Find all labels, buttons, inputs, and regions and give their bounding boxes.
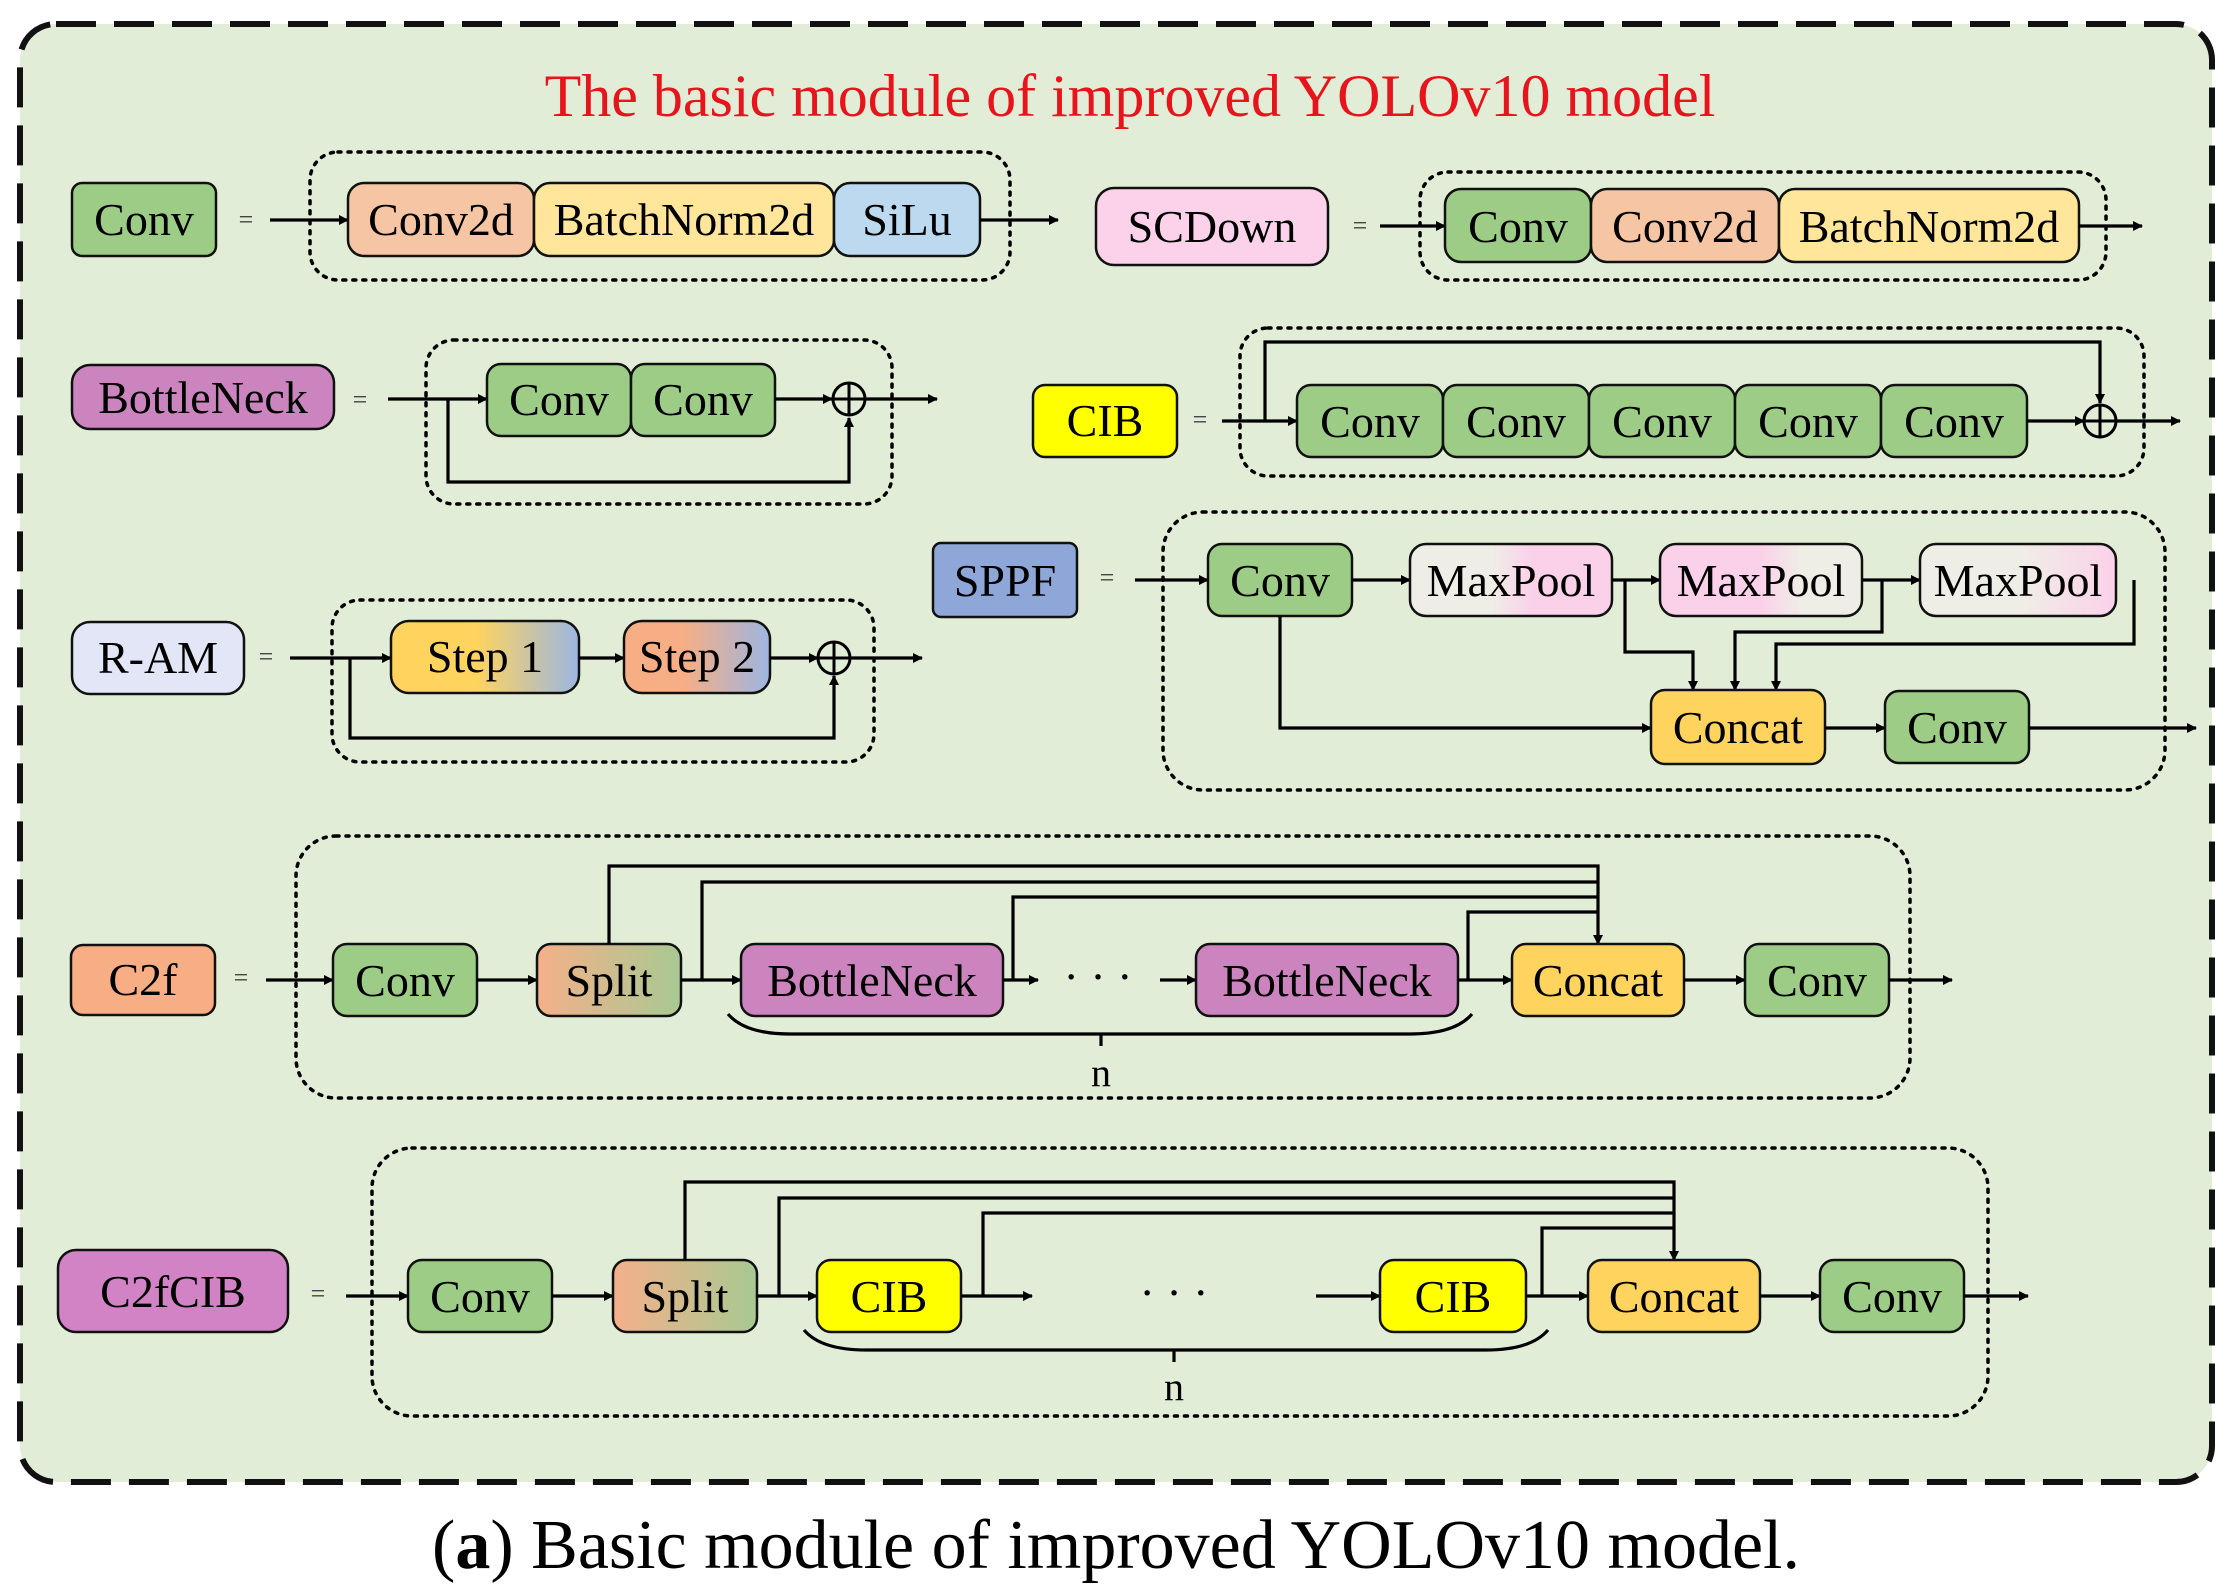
c2f-module-label: C2f <box>109 954 179 1005</box>
conv-part-batchnorm-label: BatchNorm2d <box>554 194 815 245</box>
c2fcib-repeat-brace <box>802 1328 1550 1352</box>
cib-group-border <box>1238 326 2146 478</box>
cib-add-icon <box>2082 403 2118 439</box>
cib-skip-line <box>1263 340 2105 421</box>
cib-part-conv-4-label: Conv <box>1758 396 1858 447</box>
c2f-module-box <box>69 943 217 1017</box>
sppf-concat-label: Concat <box>1673 702 1804 753</box>
cib-module-box <box>1031 383 1179 459</box>
sppf-maxpool-3-label: MaxPool <box>1934 555 2103 606</box>
c2f-equals: = <box>234 963 249 992</box>
figure-caption: (a) Basic module of improved YOLOv10 mod… <box>432 1507 1800 1584</box>
c2fcib-repeat-n: n <box>1164 1364 1184 1409</box>
c2fcib-group-border <box>370 1146 1990 1418</box>
ram-equals: = <box>259 642 274 671</box>
ram-skip-line <box>348 658 839 740</box>
cib-part-conv-2-label: Conv <box>1466 396 1566 447</box>
sppf-line-mp2-concat <box>1730 580 1884 691</box>
c2fcib-module-label: C2fCIB <box>100 1266 246 1317</box>
sppf-conv-in-label: Conv <box>1230 555 1330 606</box>
c2fcib-concat-label: Concat <box>1609 1271 1740 1322</box>
ram-step1-label: Step 1 <box>427 631 543 682</box>
c2fcib-cib-2-label: CIB <box>1415 1271 1492 1322</box>
scdown-equals: = <box>1353 211 1368 240</box>
c2fcib-line-split-top <box>683 1180 1679 1261</box>
c2f-line-bn2-concat <box>1466 910 1598 980</box>
sppf-module-label: SPPF <box>954 555 1056 606</box>
conv-group-border <box>308 150 1012 282</box>
conv-part-silu-label: SiLu <box>862 194 951 245</box>
bottleneck-skip-line <box>446 399 854 484</box>
c2f-bottleneck-2-label: BottleNeck <box>1222 955 1432 1006</box>
c2f-line-bn1-concat <box>1011 895 1598 980</box>
c2fcib-line-split-side <box>757 1196 1674 1298</box>
sppf-line-mp1-concat <box>1623 580 1698 691</box>
c2f-bottleneck-1-label: BottleNeck <box>767 955 977 1006</box>
bottleneck-group-border <box>424 338 894 506</box>
scdown-part-conv2d-label: Conv2d <box>1612 201 1758 252</box>
c2fcib-module-box <box>56 1248 290 1334</box>
cib-part-conv-5-label: Conv <box>1904 396 2004 447</box>
c2f-group-border <box>294 834 1912 1100</box>
scdown-module-box <box>1094 186 1330 267</box>
c2fcib-line-cib1-concat <box>981 1211 1674 1296</box>
c2fcib-equals: = <box>311 1279 326 1308</box>
conv-module-label: Conv <box>94 194 194 245</box>
c2f-ellipsis: · · · <box>1064 951 1133 1002</box>
figure-caption-text: ) Basic module of improved YOLOv10 model… <box>490 1507 1800 1584</box>
bottleneck-add-icon <box>831 381 867 417</box>
sppf-line-conv-concat <box>1278 616 1652 733</box>
c2f-line-split-side <box>681 880 1598 982</box>
diagram-title: The basic module of improved YOLOv10 mod… <box>545 63 1716 129</box>
sppf-line-mp3-concat <box>1771 580 2136 691</box>
cib-module-label: CIB <box>1067 395 1144 446</box>
sppf-maxpool-1-label: MaxPool <box>1427 555 1596 606</box>
conv-module-box <box>70 181 218 258</box>
ram-module-box <box>70 620 246 696</box>
bottleneck-part-conv-1-label: Conv <box>509 374 609 425</box>
sppf-conv-out-label: Conv <box>1907 702 2007 753</box>
scdown-module-label: SCDown <box>1128 201 1297 252</box>
c2f-conv-in-label: Conv <box>355 955 455 1006</box>
c2f-concat-label: Concat <box>1533 955 1664 1006</box>
c2fcib-ellipsis: · · · <box>1140 1267 1209 1318</box>
c2fcib-cib-1-label: CIB <box>851 1271 928 1322</box>
c2fcib-conv-in-label: Conv <box>430 1271 530 1322</box>
sppf-group-border <box>1161 510 2167 792</box>
ram-group-border <box>330 598 876 764</box>
cib-part-conv-1-label: Conv <box>1320 396 1420 447</box>
cib-equals: = <box>1193 405 1208 434</box>
bottleneck-equals: = <box>353 385 368 414</box>
bottleneck-module-label: BottleNeck <box>98 372 308 423</box>
conv-part-conv2d-label: Conv2d <box>368 194 514 245</box>
c2f-line-split-top <box>607 864 1603 945</box>
conv-equals: = <box>239 205 254 234</box>
c2f-repeat-n: n <box>1091 1050 1111 1095</box>
scdown-part-conv-label: Conv <box>1468 201 1568 252</box>
cib-part-conv-3-label: Conv <box>1612 396 1712 447</box>
scdown-part-batchnorm-label: BatchNorm2d <box>1799 201 2060 252</box>
c2f-conv-out-label: Conv <box>1767 955 1867 1006</box>
ram-module-label: R-AM <box>98 632 218 683</box>
ram-step2-label: Step 2 <box>639 631 755 682</box>
sppf-equals: = <box>1100 563 1115 592</box>
bottleneck-part-conv-2-label: Conv <box>653 374 753 425</box>
c2f-split-label: Split <box>566 955 653 1006</box>
c2fcib-line-cib2-concat <box>1540 1226 1674 1296</box>
sppf-maxpool-2-label: MaxPool <box>1677 555 1846 606</box>
sppf-maxpool-3-box <box>1918 542 2118 618</box>
figure-caption-letter: a <box>455 1507 490 1584</box>
c2fcib-split-label: Split <box>642 1271 729 1322</box>
c2fcib-conv-out-label: Conv <box>1842 1271 1942 1322</box>
ram-add-icon <box>816 640 852 676</box>
bottleneck-module-box <box>70 363 336 431</box>
sppf-module-box <box>931 541 1079 619</box>
